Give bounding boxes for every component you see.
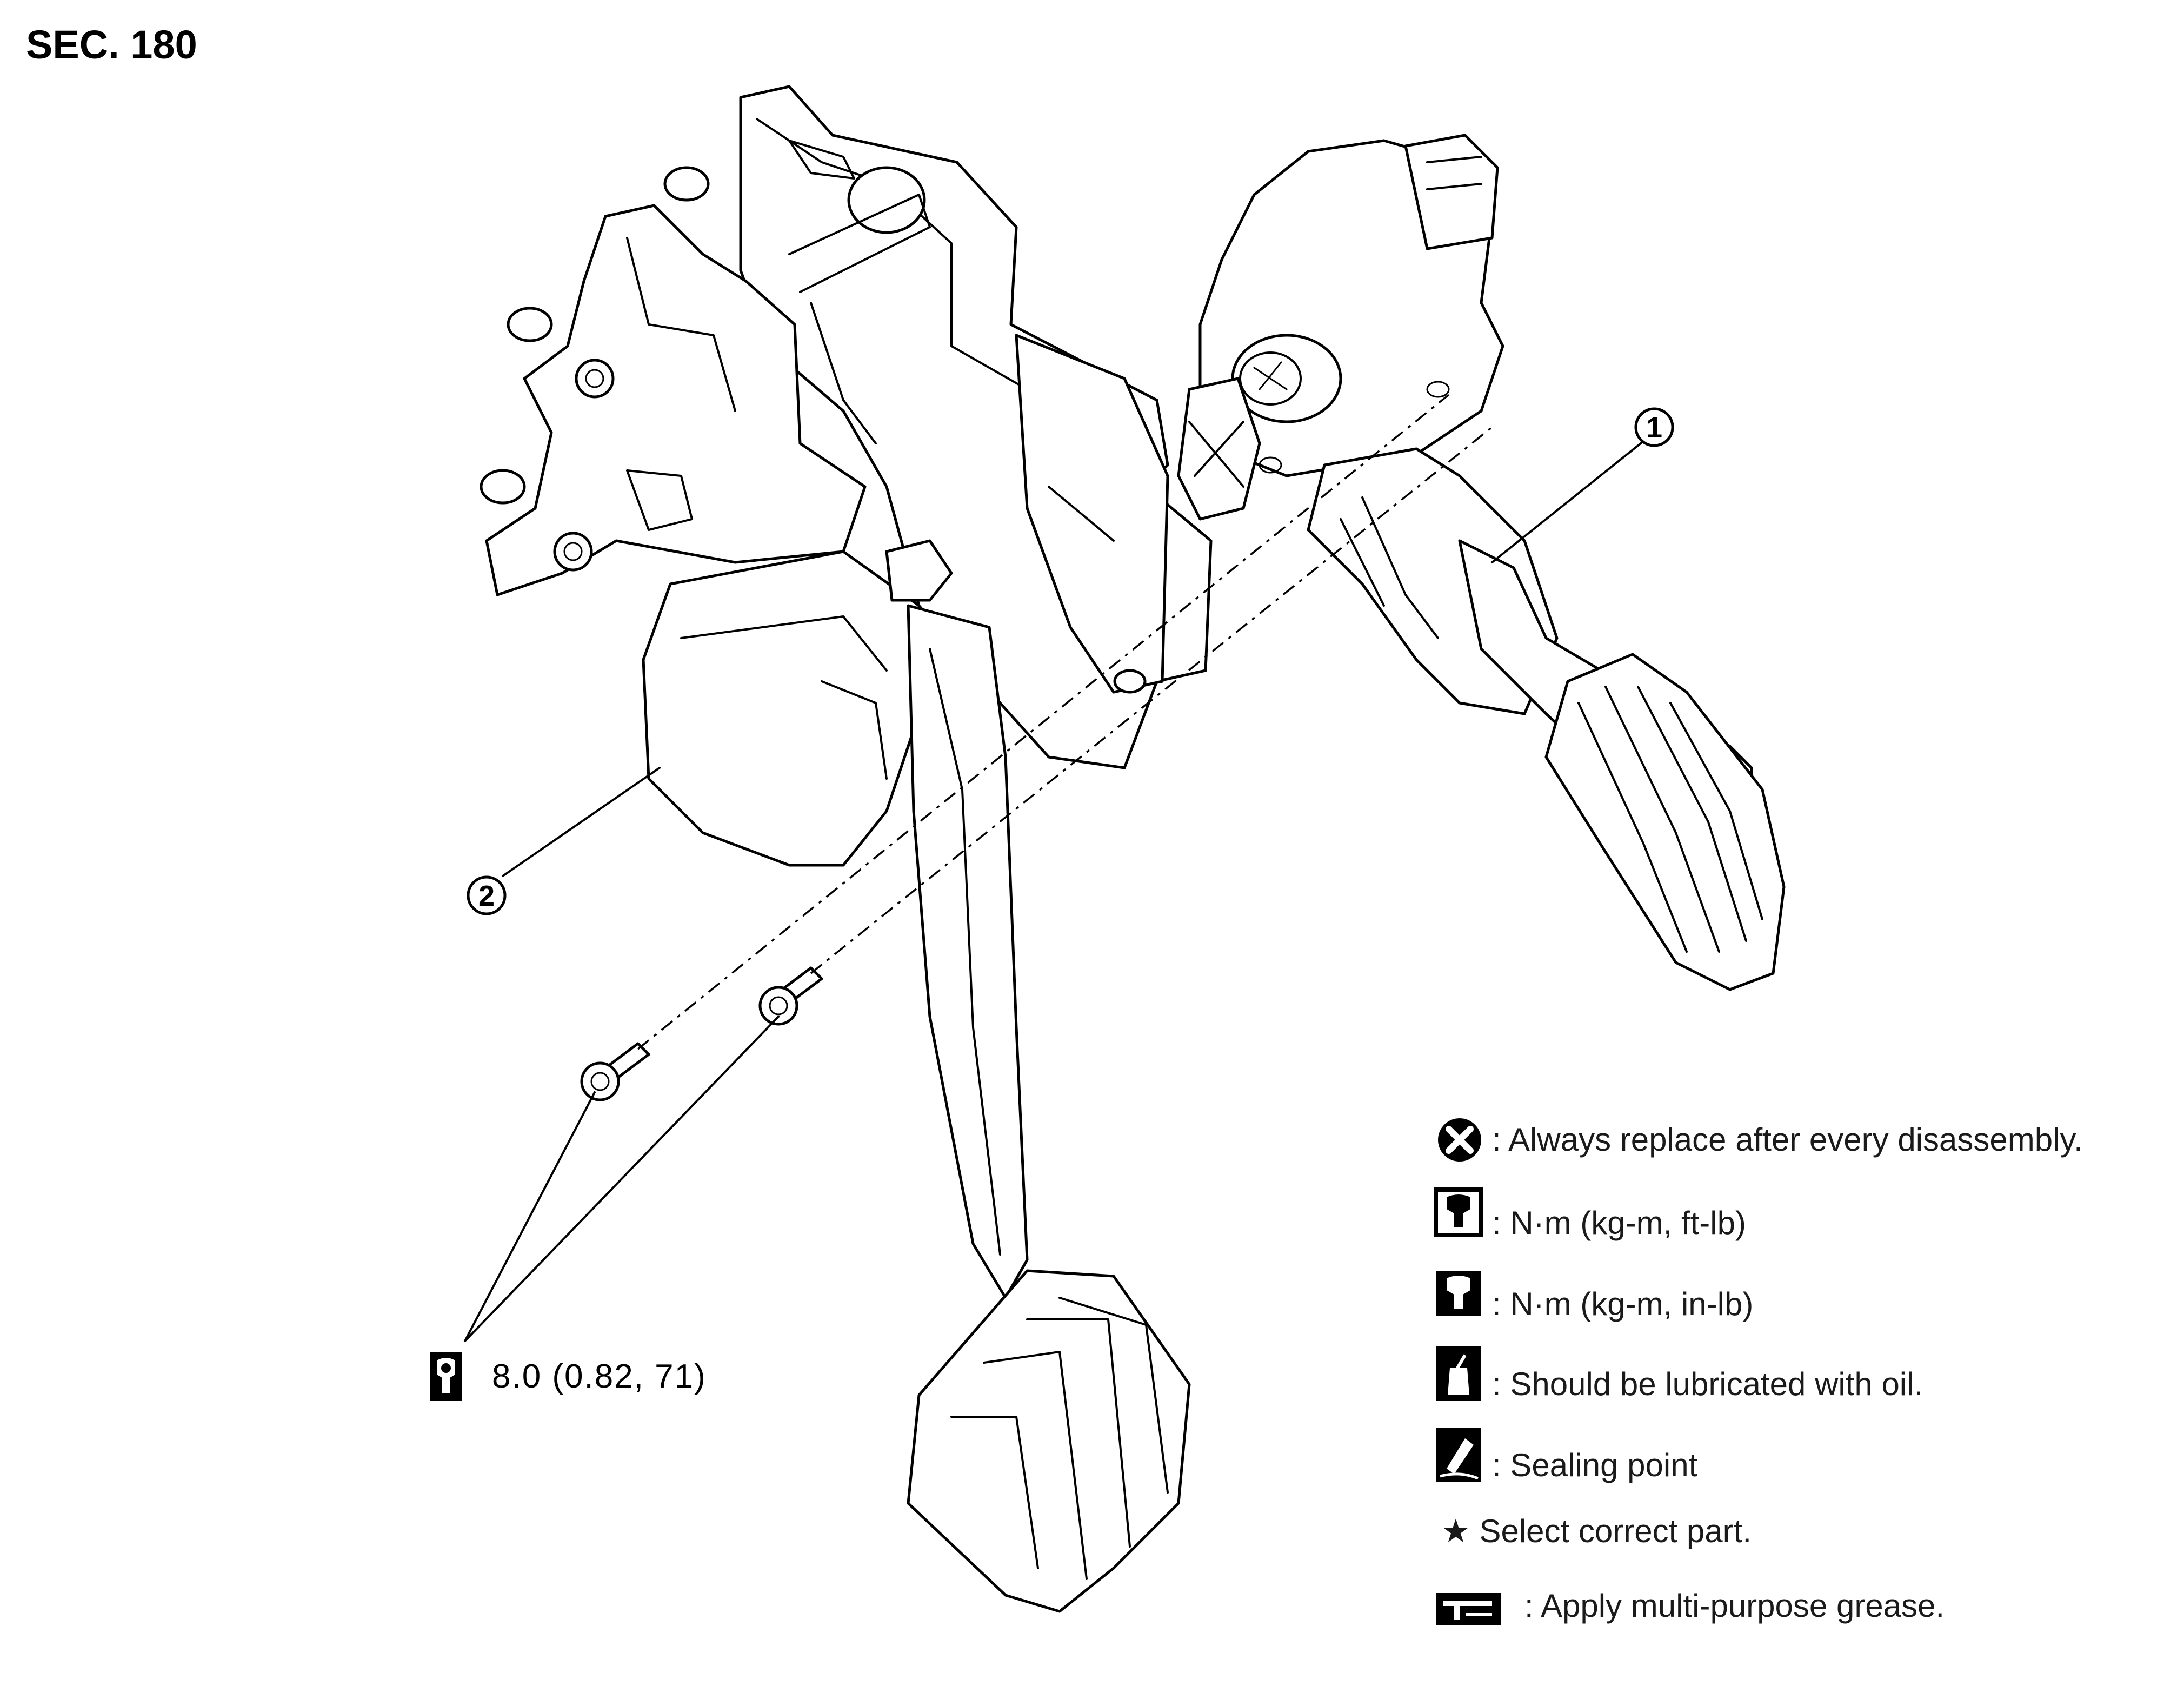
legend-text-oil: : Should be lubricated with oil. <box>1492 1366 1923 1402</box>
section-label: SEC. 180 <box>26 22 197 67</box>
oil-can-icon <box>1436 1346 1481 1401</box>
sealant-icon <box>1436 1428 1481 1482</box>
callout-1: 1 <box>1634 407 1674 447</box>
accelerator-pedal-assembly <box>1177 134 1786 991</box>
grease-icon <box>1436 1593 1501 1625</box>
callout-2: 2 <box>467 875 507 915</box>
callout-2-label: 2 <box>478 880 495 912</box>
torque-wrench-icon <box>430 1352 462 1401</box>
legend-text-replace: : Always replace after every disassembly… <box>1492 1121 2083 1158</box>
alignment-line-upper <box>810 426 1493 974</box>
torque-spec: 8.0 (0.82, 71) <box>430 1352 707 1401</box>
legend-text-grease: : Apply multi-purpose grease. <box>1524 1588 1945 1624</box>
brake-pedal-bracket <box>480 85 1213 1613</box>
torque-in-lb-icon <box>1436 1271 1481 1316</box>
legend-text-in-lb: : N·m (kg-m, in-lb) <box>1492 1286 1753 1322</box>
bolt-upper <box>758 966 823 1026</box>
alignment-line-lower <box>637 394 1450 1050</box>
bolt-lower <box>580 1042 650 1101</box>
leader-line-1 <box>1491 432 1655 563</box>
legend-text-star: ★ Select correct part. <box>1441 1513 1752 1549</box>
replace-x-icon <box>1438 1118 1481 1162</box>
torque-value: 8.0 (0.82, 71) <box>492 1358 707 1395</box>
legend-text-sealing: : Sealing point <box>1492 1447 1698 1483</box>
leader-line-2 <box>502 767 661 877</box>
callout-1-label: 1 <box>1646 412 1662 444</box>
leader-line-torque-a <box>464 1091 596 1342</box>
torque-ft-lb-icon <box>1434 1187 1483 1237</box>
legend-text-ft-lb: : N·m (kg-m, ft-lb) <box>1492 1205 1746 1241</box>
legend: : Always replace after every disassembly… <box>1434 1118 2083 1625</box>
leader-line-torque-b <box>464 1016 780 1342</box>
